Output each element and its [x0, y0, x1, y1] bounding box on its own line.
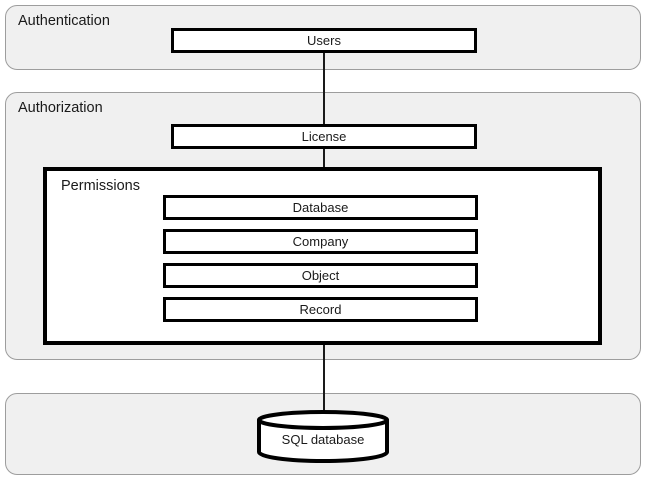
node-users[interactable]: Users	[171, 28, 477, 53]
node-permission-record[interactable]: Record	[163, 297, 478, 322]
node-sql-database[interactable]: SQL database	[256, 409, 390, 463]
node-license[interactable]: License	[171, 124, 477, 149]
node-permission-object[interactable]: Object	[163, 263, 478, 288]
node-permission-record-label: Record	[299, 302, 342, 317]
panel-authorization-title: Authorization	[18, 100, 103, 116]
box-permissions-title: Permissions	[61, 178, 140, 194]
node-license-label: License	[301, 129, 347, 144]
node-permission-company-label: Company	[292, 234, 349, 249]
box-permissions: Permissions Database Company Object Reco…	[43, 167, 602, 345]
database-cylinder-icon	[257, 410, 389, 463]
panel-authentication-title: Authentication	[18, 13, 110, 29]
node-permission-object-label: Object	[301, 268, 340, 283]
node-permission-database[interactable]: Database	[163, 195, 478, 220]
node-sql-database-label: SQL database	[281, 431, 365, 447]
node-users-label: Users	[307, 33, 341, 48]
node-permission-database-label: Database	[292, 200, 349, 215]
node-permission-company[interactable]: Company	[163, 229, 478, 254]
